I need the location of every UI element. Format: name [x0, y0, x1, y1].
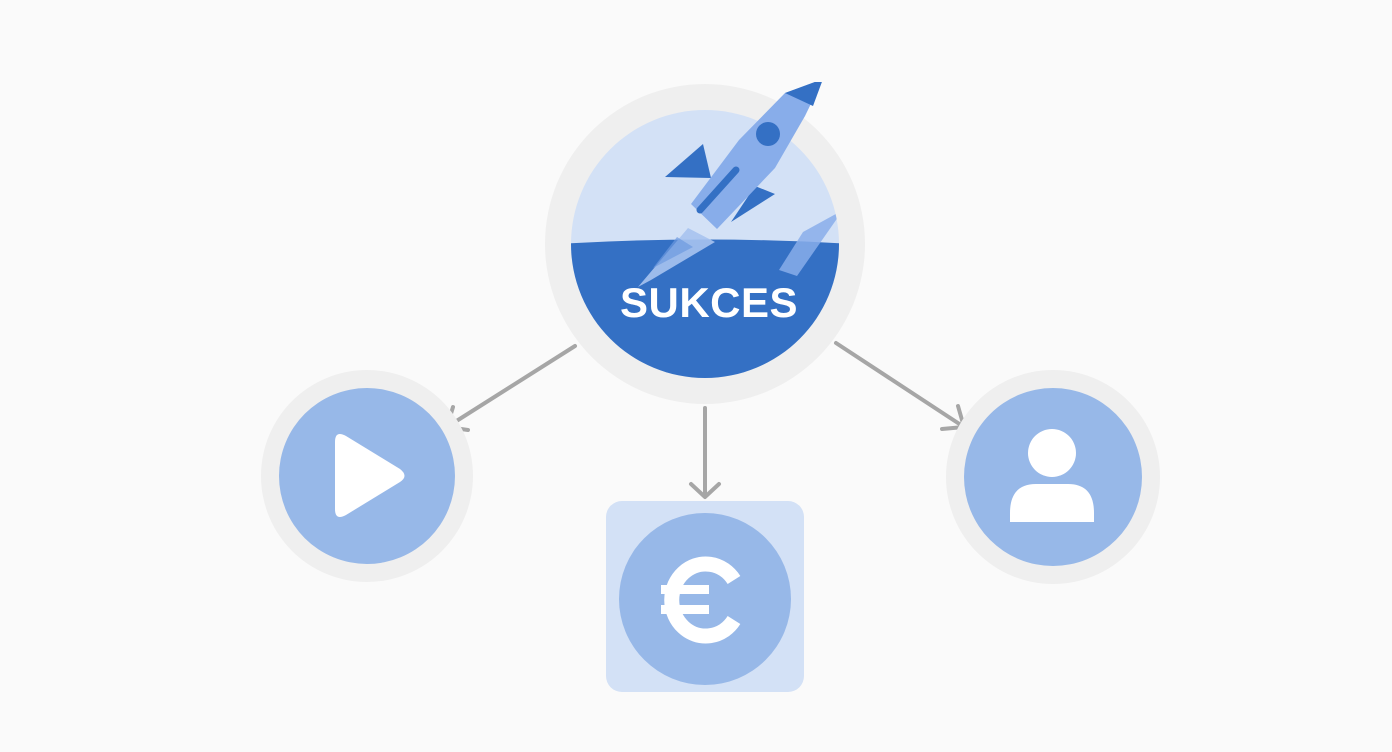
euro-icon: [661, 556, 741, 644]
center-node-sukces: SUKCES: [543, 82, 867, 406]
play-node: [261, 370, 473, 582]
arrow-to-euro: [689, 406, 721, 499]
euro-node: [606, 501, 804, 692]
small-rocket-icon: [779, 210, 839, 276]
euro-node-circle: [619, 513, 791, 685]
rocket-icon: [638, 82, 822, 287]
center-label: SUKCES: [620, 279, 798, 326]
user-icon: [1010, 429, 1094, 522]
user-node-circle: [964, 388, 1142, 566]
user-node: [946, 370, 1160, 584]
play-icon: [335, 434, 405, 517]
